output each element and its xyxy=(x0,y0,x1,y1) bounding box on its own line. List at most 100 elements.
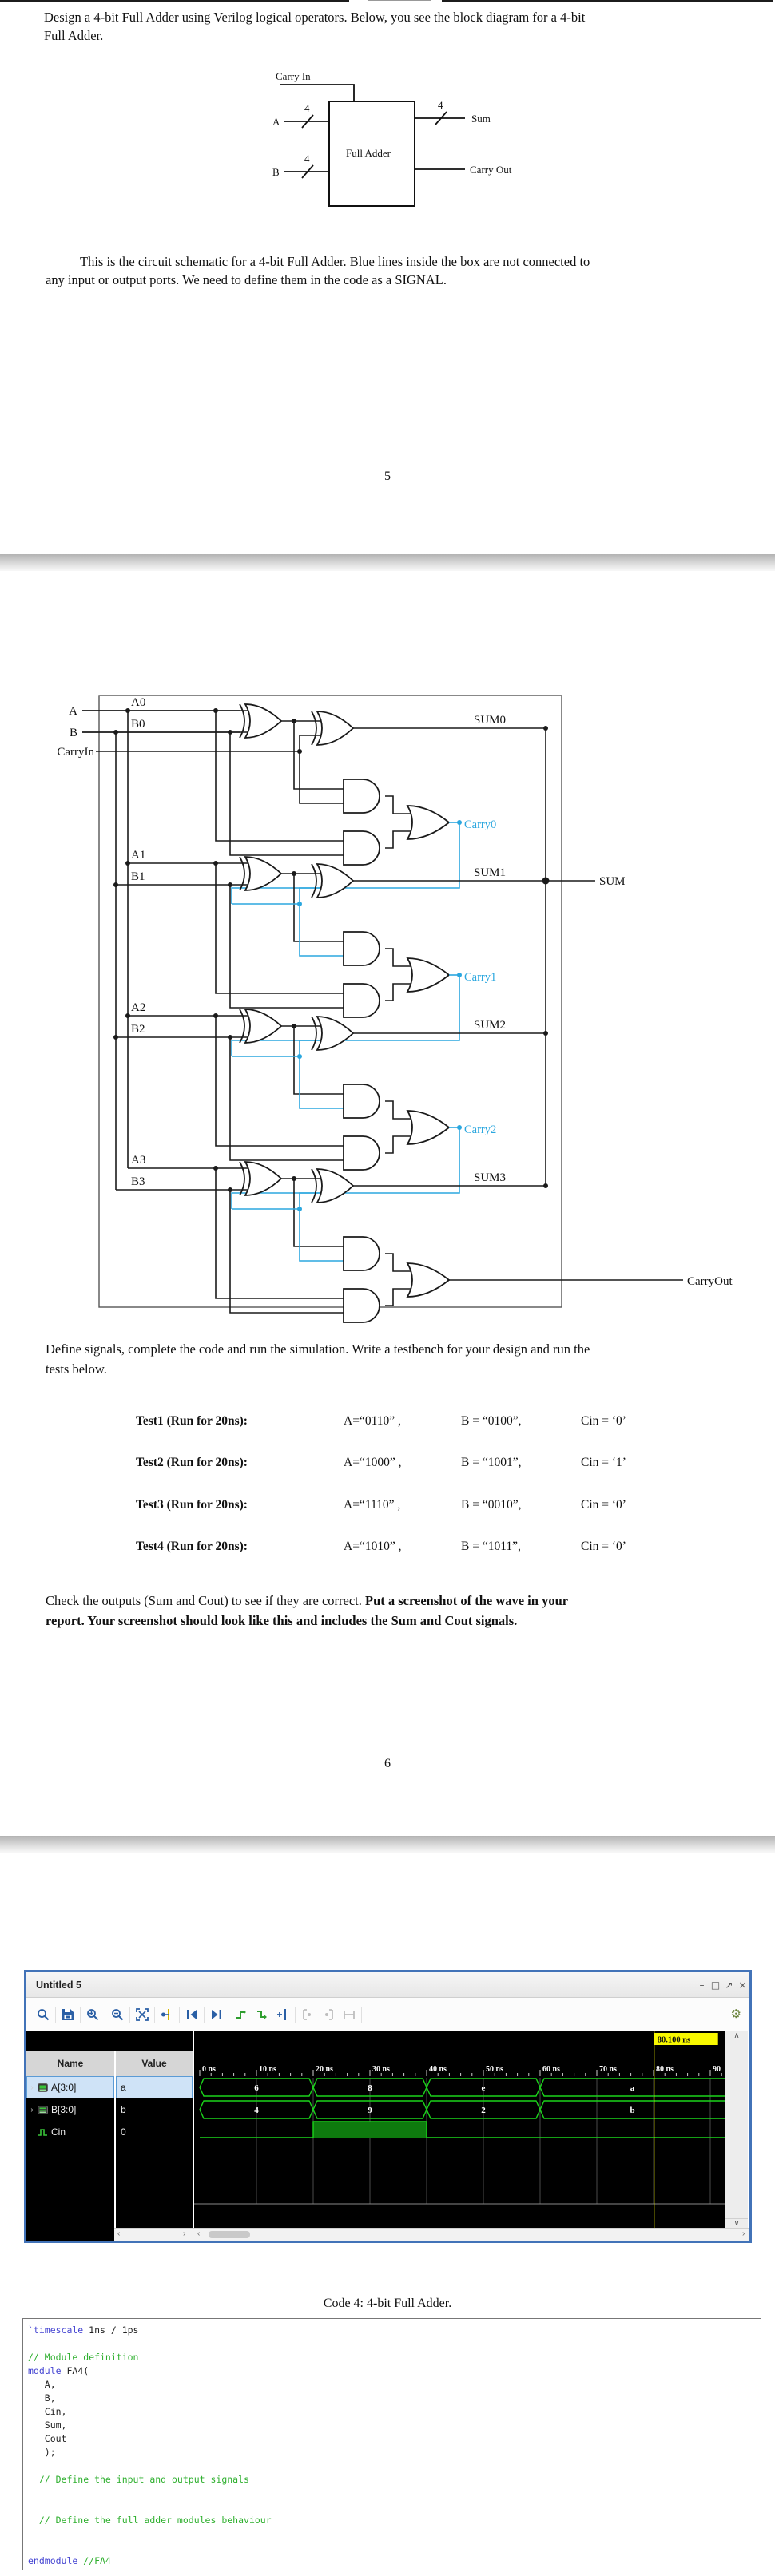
close-button[interactable]: × xyxy=(738,1979,747,1991)
svg-text:A: A xyxy=(69,705,78,718)
svg-text:B1: B1 xyxy=(131,870,145,883)
expand-chevron-icon[interactable]: › xyxy=(30,2083,34,2092)
scroll-right-icon[interactable]: › xyxy=(742,2229,745,2238)
scrollbar-thumb[interactable] xyxy=(209,2231,250,2238)
code-line: A, xyxy=(28,2378,761,2392)
svg-text:A3: A3 xyxy=(131,1154,145,1167)
bus-signal-icon xyxy=(38,2083,48,2092)
search-icon[interactable] xyxy=(33,2004,54,2025)
signal-name-row[interactable]: › B[3:0] xyxy=(26,2098,114,2121)
code-line xyxy=(28,2541,761,2554)
svg-text:CarryIn: CarryIn xyxy=(57,746,94,759)
code-line: endmodule //FA4 xyxy=(28,2554,761,2568)
test-a-value: A=“1110” , xyxy=(344,1498,401,1512)
scroll-down-icon[interactable]: ∨ xyxy=(725,2218,748,2228)
test-a-value: A=“0110” , xyxy=(344,1414,401,1428)
window-titlebar[interactable]: Untitled 5 – □ ↗ × xyxy=(26,1972,749,1998)
svg-text:B3: B3 xyxy=(131,1175,145,1188)
define-paragraph-line1: Define signals, complete the code and ru… xyxy=(46,1342,590,1357)
signal-name-row[interactable]: › A[3:0] xyxy=(26,2076,114,2098)
value-column-header[interactable]: Value xyxy=(116,2051,193,2077)
svg-text:90: 90 xyxy=(713,2065,721,2074)
test-b-value: B = “0100”, xyxy=(461,1414,522,1428)
minimize-button[interactable]: – xyxy=(699,1979,705,1991)
code-caption: Code 4: 4-bit Full Adder. xyxy=(323,2297,452,2310)
code-line: B, xyxy=(28,2392,761,2405)
code-line xyxy=(28,2487,761,2500)
test-label: Test3 (Run for 20ns): xyxy=(136,1498,248,1512)
svg-text:80.100 ns: 80.100 ns xyxy=(658,2036,690,2045)
code-line: // Module definition xyxy=(28,2351,761,2364)
maximize-button[interactable]: □ xyxy=(710,1979,721,1991)
scroll-up-icon[interactable]: ∧ xyxy=(725,2031,748,2043)
signal-name-row[interactable]: Cin xyxy=(26,2121,114,2143)
vertical-scrollbar[interactable]: ∧∨ xyxy=(725,2031,748,2228)
svg-text:A1: A1 xyxy=(131,849,145,862)
scroll-left-icon[interactable]: ‹ xyxy=(117,2229,121,2238)
svg-text:Carry2: Carry2 xyxy=(464,1124,496,1136)
svg-text:Carry1: Carry1 xyxy=(464,971,496,984)
float-button[interactable]: ↗ xyxy=(725,1979,733,1991)
code-line: Cin, xyxy=(28,2405,761,2419)
disabled-span-icon[interactable] xyxy=(339,2004,360,2025)
svg-text:e: e xyxy=(482,2083,486,2093)
zoom-out-icon[interactable] xyxy=(107,2004,128,2025)
code-text: A, xyxy=(28,2379,56,2390)
test-cin-value: Cin = ‘0’ xyxy=(581,1414,626,1428)
intro-paragraph-line1: Design a 4-bit Full Adder using Verilog … xyxy=(44,10,586,25)
code-line xyxy=(28,2527,761,2541)
horizontal-scrollbar[interactable]: ‹ › ‹ › xyxy=(26,2228,749,2241)
name-column-header[interactable]: Name xyxy=(26,2051,114,2077)
test-b-value: B = “1011”, xyxy=(461,1540,521,1553)
svg-text:50 ns: 50 ns xyxy=(486,2065,503,2074)
disabled-right-icon[interactable] xyxy=(318,2004,339,2025)
a-input-label: A xyxy=(272,116,280,128)
test-a-value: A=“1000” , xyxy=(344,1456,402,1469)
save-icon[interactable] xyxy=(58,2004,78,2025)
bus-signal-icon xyxy=(38,2105,48,2114)
test-cin-value: Cin = ‘0’ xyxy=(581,1498,626,1512)
zoom-in-icon[interactable] xyxy=(82,2004,103,2025)
toolbar-separator xyxy=(295,2006,296,2023)
svg-text:20 ns: 20 ns xyxy=(316,2065,333,2074)
svg-text:SUM0: SUM0 xyxy=(474,714,506,727)
svg-text:SUM2: SUM2 xyxy=(474,1019,506,1032)
svg-text:0 ns: 0 ns xyxy=(202,2065,216,2074)
page-number-6: 6 xyxy=(384,1757,391,1770)
signal-value: 0 xyxy=(121,2126,126,2138)
svg-text:B: B xyxy=(70,727,78,739)
test-b-value: B = “1001”, xyxy=(461,1456,522,1469)
marker-icon[interactable] xyxy=(157,2004,177,2025)
disabled-left-icon[interactable] xyxy=(297,2004,318,2025)
toolbar-separator xyxy=(204,2006,205,2023)
swap-up-icon[interactable] xyxy=(252,2004,272,2025)
scroll-right-icon[interactable]: › xyxy=(183,2229,186,2238)
scalar-signal-icon xyxy=(38,2128,48,2137)
code-text: Cout xyxy=(28,2433,67,2444)
code-line: Sum, xyxy=(28,2419,761,2432)
code-text: Cin, xyxy=(28,2406,67,2417)
scroll-left-icon[interactable]: ‹ xyxy=(197,2229,201,2238)
code-comment: // Define the full adder modules behavio… xyxy=(28,2515,272,2526)
svg-text:40 ns: 40 ns xyxy=(429,2065,447,2074)
code-text: 1ns / 1ps xyxy=(83,2324,139,2336)
full-adder-box-label: Full Adder xyxy=(346,147,391,159)
svg-text:a: a xyxy=(630,2083,635,2093)
signal-value-cell[interactable]: b xyxy=(116,2098,193,2121)
verilog-code-block: `timescale 1ns / 1ps // Module definitio… xyxy=(22,2318,761,2570)
expand-chevron-icon[interactable]: › xyxy=(30,2105,34,2114)
signal-value-cell[interactable]: 0 xyxy=(116,2121,193,2143)
swap-down-icon[interactable] xyxy=(231,2004,252,2025)
next-transition-icon[interactable] xyxy=(206,2004,227,2025)
check-paragraph-bold1: Put a screenshot of the wave in your xyxy=(365,1593,569,1608)
settings-gear-icon[interactable]: ⚙ xyxy=(730,2008,741,2021)
zoom-fit-icon[interactable] xyxy=(132,2004,153,2025)
svg-text:6: 6 xyxy=(254,2083,259,2093)
add-cursor-icon[interactable] xyxy=(272,2004,293,2025)
previous-transition-icon[interactable] xyxy=(181,2004,202,2025)
code-text: ); xyxy=(28,2447,56,2458)
test-label: Test4 (Run for 20ns): xyxy=(136,1540,248,1553)
signal-value-cell[interactable]: a xyxy=(116,2076,193,2098)
